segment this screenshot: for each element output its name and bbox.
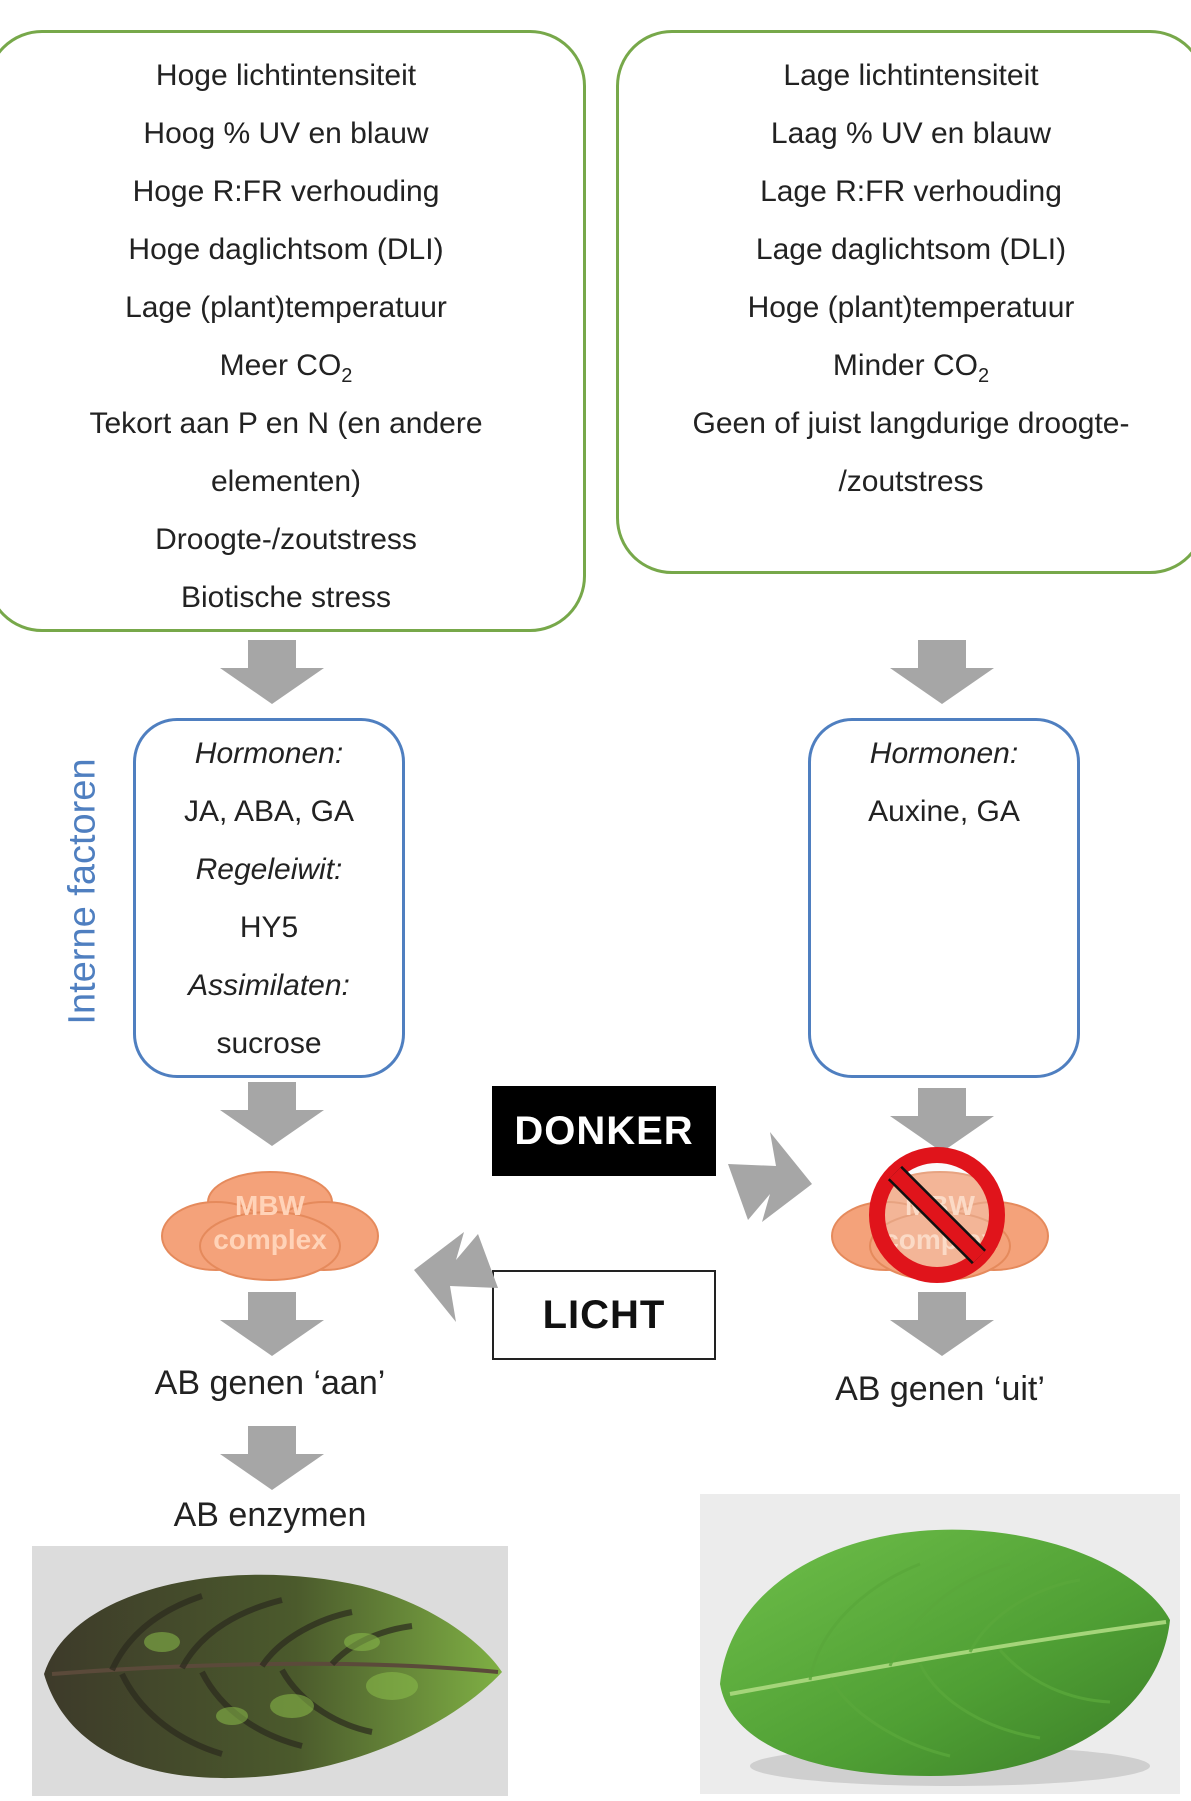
hormones-heading: Hormonen: xyxy=(869,737,1019,770)
env-line: Lage lichtintensiteit xyxy=(783,59,1039,92)
right-internal-box: Hormonen: Auxine, GA xyxy=(808,718,1080,1078)
genes-on-text: AB genen ‘aan’ xyxy=(154,1364,386,1402)
regulator-heading: Regeleiwit: xyxy=(195,853,343,886)
red-leaf-photo xyxy=(32,1546,508,1796)
hormones-heading: Hormonen: xyxy=(194,737,344,770)
complex-line1: MBW xyxy=(235,1190,305,1221)
left-internal-box: Hormonen: JA, ABA, GA Regeleiwit: HY5 As… xyxy=(133,718,405,1078)
left-environment-box: Hoge lichtintensiteit Hoog % UV en blauw… xyxy=(0,30,586,632)
env-line: Hoge lichtintensiteit xyxy=(155,59,417,92)
cloud-shape xyxy=(161,1171,379,1281)
genes-off-text: AB genen ‘uit’ xyxy=(835,1370,1045,1408)
down-arrow-icon xyxy=(218,1426,326,1492)
green-leaf-photo xyxy=(700,1494,1180,1794)
dark-label: DONKER xyxy=(492,1086,716,1176)
env-line: Hoge (plant)temperatuur xyxy=(747,291,1075,324)
internal-factors-label: Interne factoren xyxy=(61,758,104,1025)
env-line: Hoge daglichtsom (DLI) xyxy=(128,233,444,266)
hormones-value: Auxine, GA xyxy=(868,795,1020,828)
mbw-complex-active: MBW complex xyxy=(160,1168,380,1284)
down-arrow-icon xyxy=(218,1292,326,1358)
env-line-co2: Minder CO2 xyxy=(619,337,1191,405)
down-arrow-icon xyxy=(888,640,996,706)
env-line: Hoge R:FR verhouding xyxy=(132,175,440,208)
complex-line2: complex xyxy=(213,1224,327,1255)
right-environment-box: Lage lichtintensiteit Laag % UV en blauw… xyxy=(616,30,1191,574)
co2-subscript: 2 xyxy=(977,365,990,387)
co2-text: Minder CO xyxy=(832,349,978,382)
env-line: Droogte-/zoutstress xyxy=(155,523,417,556)
down-arrow-icon xyxy=(888,1292,996,1358)
env-line: Laag % UV en blauw xyxy=(770,117,1052,150)
env-line: Biotische stress xyxy=(180,581,392,614)
down-arrow-icon xyxy=(888,1088,996,1154)
hormones-value: JA, ABA, GA xyxy=(183,795,355,828)
env-line: Lage daglichtsom (DLI) xyxy=(755,233,1067,266)
enzymes-text: AB enzymen xyxy=(173,1496,367,1534)
down-arrow-icon xyxy=(218,640,326,706)
dark-arrow-icon xyxy=(722,1124,814,1224)
env-line: Lage R:FR verhouding xyxy=(760,175,1062,208)
light-label: LICHT xyxy=(492,1270,716,1360)
regulator-value: HY5 xyxy=(239,911,299,944)
co2-text: Meer CO xyxy=(219,349,342,382)
env-line: elementen) xyxy=(210,465,362,498)
env-line: /zoutstress xyxy=(838,465,984,498)
down-arrow-icon xyxy=(218,1082,326,1148)
env-line: Lage (plant)temperatuur xyxy=(125,291,447,324)
env-line: Tekort aan P en N (en andere xyxy=(89,407,483,440)
co2-subscript: 2 xyxy=(341,365,353,387)
assimilates-value: sucrose xyxy=(216,1027,322,1060)
prohibited-icon xyxy=(862,1140,1012,1295)
env-line: Geen of juist langdurige droogte- xyxy=(692,407,1130,440)
assimilates-heading: Assimilaten: xyxy=(188,969,350,1002)
env-line-co2: Meer CO2 xyxy=(0,337,583,405)
light-arrow-icon xyxy=(412,1230,504,1330)
env-line: Hoog % UV en blauw xyxy=(143,117,429,150)
